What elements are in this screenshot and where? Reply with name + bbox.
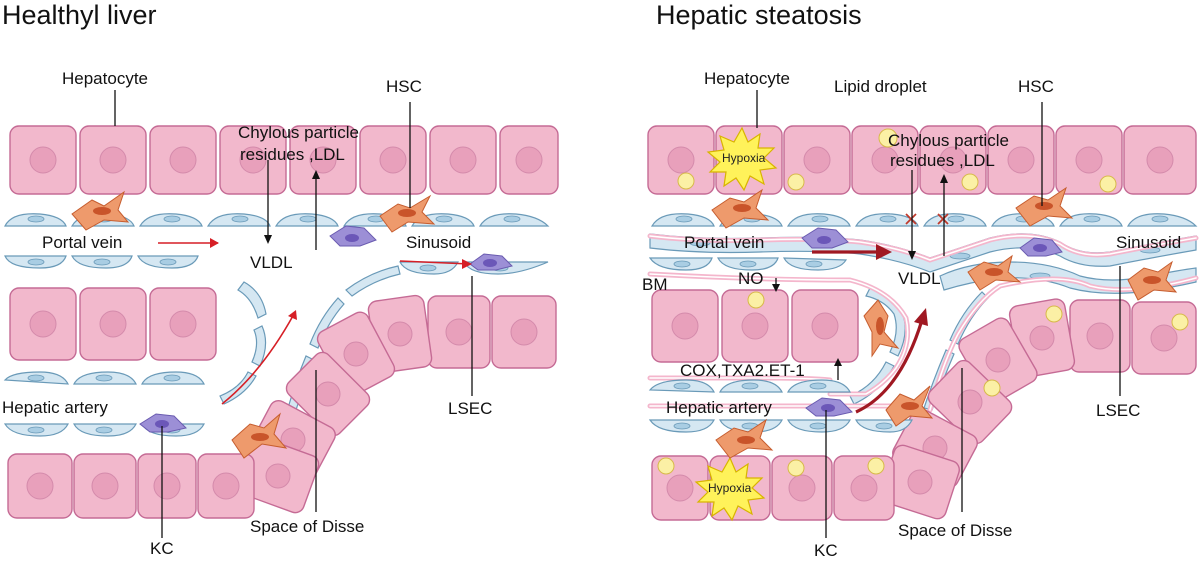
hepatocyte-cord-curved-steatosis — [880, 298, 1197, 520]
kupffer-cells — [139, 225, 513, 433]
hepatic-steatosis-panel: Hepatic steatosis Hypoxia — [642, 0, 1199, 560]
labels-left: Hepatocyte HSC Chylous particle residues… — [2, 69, 492, 558]
label-sinusoid-steatosis: Sinusoid — [1116, 233, 1181, 252]
leader-lines-left — [114, 90, 473, 538]
label-hepatic-artery-steatosis: Hepatic artery — [666, 398, 772, 417]
label-hepatocyte: Hepatocyte — [62, 69, 148, 88]
flow-arrows-right — [812, 244, 928, 414]
hypoxia-label-bottom: Hypoxia — [708, 481, 752, 495]
hepatic-stellate-cells-steatosis — [711, 186, 1178, 459]
hypoxia-label-top: Hypoxia — [722, 151, 766, 165]
hepatocyte-row-bottom — [7, 453, 255, 519]
lipid-droplets-top — [677, 128, 1117, 193]
basement-membrane — [647, 233, 1199, 413]
blocked-transport-marks — [905, 213, 949, 225]
labels-right: Hepatocyte Lipid droplet HSC Chylous par… — [642, 69, 1181, 560]
label-space-of-disse: Space of Disse — [250, 517, 364, 536]
label-bm: BM — [642, 275, 668, 294]
label-hepatocyte-steatosis: Hepatocyte — [704, 69, 790, 88]
label-kc-steatosis: KC — [814, 541, 838, 560]
label-chylous-line1-steatosis: Chylous particle — [888, 131, 1009, 150]
hepatocyte-row-middle-steatosis — [651, 289, 859, 363]
hepatocyte-row-middle — [9, 287, 217, 361]
label-hepatic-artery: Hepatic artery — [2, 398, 108, 417]
leader-lines-right — [756, 90, 1121, 538]
label-vldl-steatosis: VLDL — [898, 269, 941, 288]
healthy-liver-panel: Healthyl liver — [2, 0, 559, 558]
label-lipid-droplet: Lipid droplet — [834, 77, 927, 96]
label-cox: COX,TXA2.ET-1 — [680, 361, 805, 380]
panel-title-steatosis: Hepatic steatosis — [656, 0, 862, 30]
label-sinusoid: Sinusoid — [406, 233, 471, 252]
kupffer-cells-steatosis — [801, 227, 1063, 417]
label-hsc-steatosis: HSC — [1018, 77, 1054, 96]
label-chylous-line1: Chylous particle — [238, 123, 359, 142]
label-vldl: VLDL — [250, 253, 293, 272]
hepatic-stellate-cells — [71, 190, 436, 459]
label-space-of-disse-steatosis: Space of Disse — [898, 521, 1012, 540]
label-lsec-steatosis: LSEC — [1096, 401, 1140, 420]
label-no: NO — [738, 269, 764, 288]
label-portal-vein: Portal vein — [42, 233, 122, 252]
label-portal-vein-steatosis: Portal vein — [684, 233, 764, 252]
flow-arrows-left — [158, 238, 472, 405]
hepatocyte-row-top — [9, 125, 559, 195]
hepatocyte-cord-curved — [236, 294, 557, 514]
hypoxia-burst-top: Hypoxia — [706, 126, 778, 192]
label-hsc: HSC — [386, 77, 422, 96]
label-kc: KC — [150, 539, 174, 558]
panel-title-healthy: Healthyl liver — [2, 0, 157, 30]
label-chylous-line2-steatosis: residues ,LDL — [890, 151, 995, 170]
hypoxia-burst-bottom: Hypoxia — [694, 456, 766, 522]
label-lsec: LSEC — [448, 399, 492, 418]
endothelium-row-top — [4, 213, 550, 227]
hepatocyte-row-bottom-steatosis — [651, 455, 895, 521]
label-chylous-line2: residues ,LDL — [240, 145, 345, 164]
